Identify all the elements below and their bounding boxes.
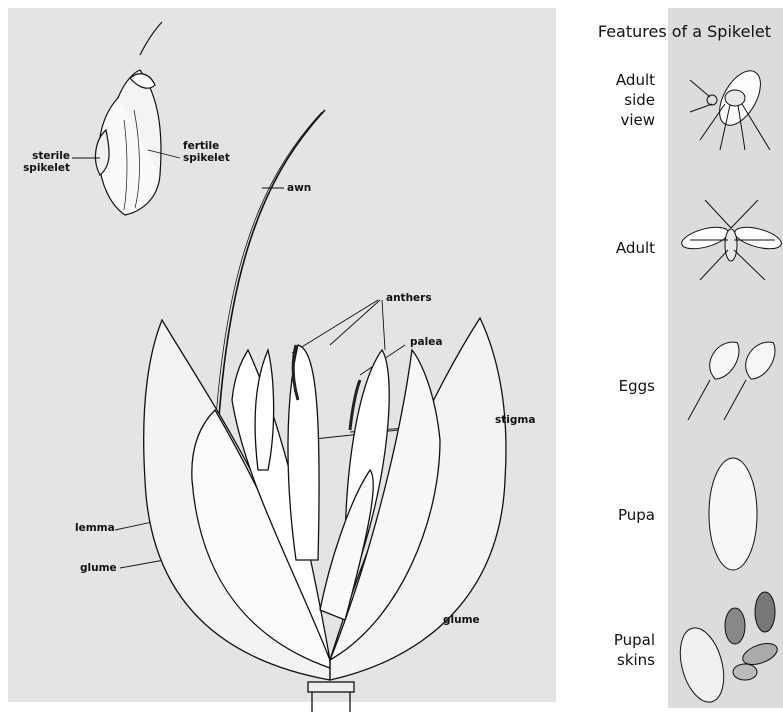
stage-pupal-skins: Pupal skins xyxy=(585,630,655,670)
pupa-drawing xyxy=(709,458,757,570)
diagram-title: Features of a Spikelet xyxy=(598,22,771,41)
eggs-drawing xyxy=(688,341,779,420)
label-anthers: anthers xyxy=(386,292,432,304)
label-lemma: lemma xyxy=(75,522,115,534)
small-spikelet-drawing xyxy=(95,22,162,215)
label-awn: awn xyxy=(287,182,311,194)
stage-eggs: Eggs xyxy=(585,376,655,396)
life-stage-drawings xyxy=(673,64,783,707)
pupal-skins-drawing xyxy=(673,592,780,707)
label-stigma: stigma xyxy=(495,414,535,426)
stage-pupa: Pupa xyxy=(585,505,655,525)
label-palea: palea xyxy=(410,336,442,348)
adult-drawing xyxy=(679,200,783,280)
label-sterile-spikelet: sterile spikelet xyxy=(20,150,70,174)
label-fertile-spikelet: fertile spikelet xyxy=(183,140,230,164)
stage-adult-side-view: Adult side view xyxy=(585,70,655,130)
stage-adult: Adult xyxy=(585,238,655,258)
adult-side-view-drawing xyxy=(690,64,770,150)
label-glume-left: glume xyxy=(80,562,117,574)
label-glume-right: glume xyxy=(443,614,480,626)
